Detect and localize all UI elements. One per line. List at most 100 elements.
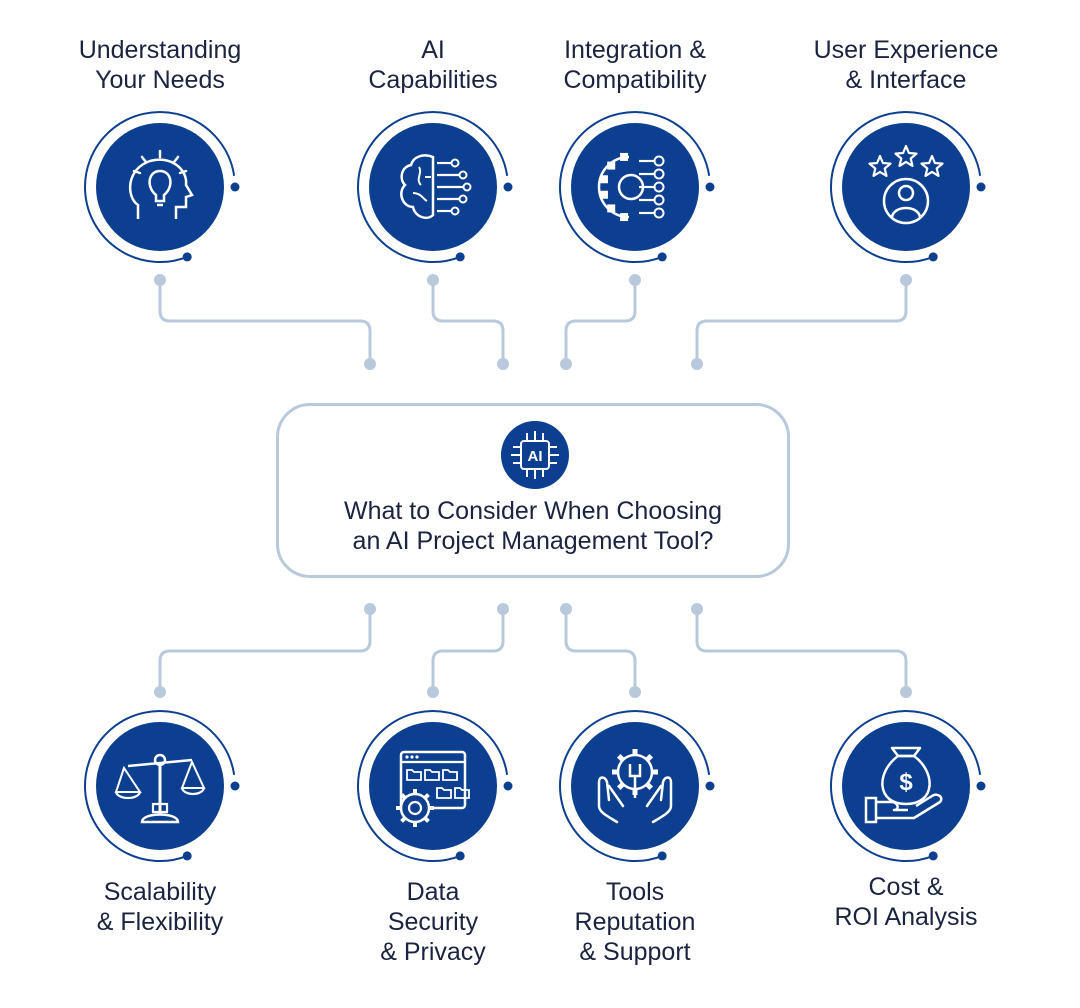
label-line: Reputation xyxy=(574,908,696,936)
ai-chip-icon: AI xyxy=(501,421,569,489)
ring-dot xyxy=(182,851,192,861)
connector-dot xyxy=(154,686,166,698)
label-user-experience-interface: User Experience& Interface xyxy=(786,35,1026,95)
connector-dot xyxy=(900,686,912,698)
balance-scale-icon xyxy=(114,753,206,824)
money-bag-hand-icon: $ xyxy=(864,746,943,824)
ring-dot xyxy=(657,851,667,861)
node-ring xyxy=(559,710,663,862)
connector-scalability-flexibility xyxy=(158,609,372,692)
folder-settings-icon xyxy=(396,750,470,827)
connector-dot xyxy=(629,274,641,286)
node-understanding-your-needs xyxy=(84,111,240,263)
label-line: Data xyxy=(406,878,460,906)
connector-dot xyxy=(427,686,439,698)
connector-dot xyxy=(629,686,641,698)
label-line: Security xyxy=(387,908,479,936)
connector-cost-roi-analysis xyxy=(695,609,908,692)
node-disc xyxy=(842,722,970,850)
connector-dot xyxy=(691,358,703,370)
label-line: ROI Analysis xyxy=(834,903,978,931)
brain-circuit-icon xyxy=(400,154,472,219)
node-integration-compatibility xyxy=(559,111,715,263)
ring-dot xyxy=(230,781,240,791)
ring-dot xyxy=(705,182,715,192)
nodes: $ xyxy=(84,111,986,862)
label-line: Compatibility xyxy=(563,66,707,94)
connector-dot xyxy=(364,603,376,615)
label-cost-roi-analysis: Cost &ROI Analysis xyxy=(786,872,1026,932)
ring-dot xyxy=(928,252,938,262)
node-ring xyxy=(830,111,934,263)
connector-dot xyxy=(497,358,509,370)
ring-dot xyxy=(705,781,715,791)
label-line: Tools xyxy=(605,878,665,906)
ring-dot xyxy=(455,252,465,262)
label-line: Integration & xyxy=(564,36,706,64)
connector-dot xyxy=(364,358,376,370)
label-line: User Experience xyxy=(813,36,999,64)
center-title-line-1: What to Consider When Choosing xyxy=(344,497,722,525)
ring-dot xyxy=(928,851,938,861)
chip-text: AI xyxy=(528,448,543,465)
ring-dot xyxy=(976,781,986,791)
connector-understanding-your-needs xyxy=(158,280,372,364)
gear-network-icon xyxy=(597,152,665,222)
node-ring xyxy=(449,711,509,775)
node-ring xyxy=(922,711,982,775)
label-line: Scalability xyxy=(103,878,217,906)
node-cost-roi-analysis: $ xyxy=(830,710,986,862)
label-integration-compatibility: Integration &Compatibility xyxy=(515,35,755,95)
center-box: AI What to Consider When Choosing an AI … xyxy=(276,403,790,578)
node-tools-reputation-support xyxy=(559,710,715,862)
connector-user-experience-interface xyxy=(695,280,908,364)
ring-dot xyxy=(182,252,192,262)
connector-dot xyxy=(427,274,439,286)
connector-dot xyxy=(154,274,166,286)
node-scalability-flexibility xyxy=(84,710,240,862)
label-line: & Flexibility xyxy=(96,908,224,936)
connector-data-security-privacy xyxy=(431,609,505,692)
user-rating-icon xyxy=(868,144,944,225)
connector-tools-reputation-support xyxy=(564,609,637,692)
label-line: & Interface xyxy=(845,66,967,94)
node-data-security-privacy xyxy=(357,710,513,862)
node-disc xyxy=(96,123,224,251)
connector-dot xyxy=(691,603,703,615)
label-line: Understanding xyxy=(78,36,242,64)
label-line: & Support xyxy=(579,938,691,966)
node-ring xyxy=(84,111,188,263)
connector-ai-capabilities xyxy=(431,280,505,364)
node-ring xyxy=(830,710,934,862)
node-ring xyxy=(651,711,711,775)
connector-dot xyxy=(900,274,912,286)
ring-dot xyxy=(503,781,513,791)
node-ring xyxy=(176,112,236,176)
node-disc xyxy=(369,722,497,850)
node-user-experience-interface xyxy=(830,111,986,263)
label-line: Your Needs xyxy=(95,66,225,94)
connector-dot xyxy=(497,603,509,615)
label-line: Cost & xyxy=(868,873,944,901)
connectors xyxy=(158,280,908,692)
connector-dot xyxy=(560,603,572,615)
node-disc xyxy=(571,123,699,251)
label-line: AI xyxy=(421,36,445,64)
center-title-line-2: an AI Project Management Tool? xyxy=(352,527,714,555)
node-ring xyxy=(84,710,188,862)
ring-dot xyxy=(657,252,667,262)
ring-dot xyxy=(503,182,513,192)
connector-dots xyxy=(154,274,912,698)
center-title: What to Consider When Choosing an AI Pro… xyxy=(279,496,787,556)
node-ring xyxy=(176,711,236,775)
idea-head-icon xyxy=(128,149,194,219)
ring-dot xyxy=(976,182,986,192)
svg-text:$: $ xyxy=(899,769,913,796)
ring-dot xyxy=(455,851,465,861)
label-scalability-flexibility: Scalability& Flexibility xyxy=(40,877,280,937)
